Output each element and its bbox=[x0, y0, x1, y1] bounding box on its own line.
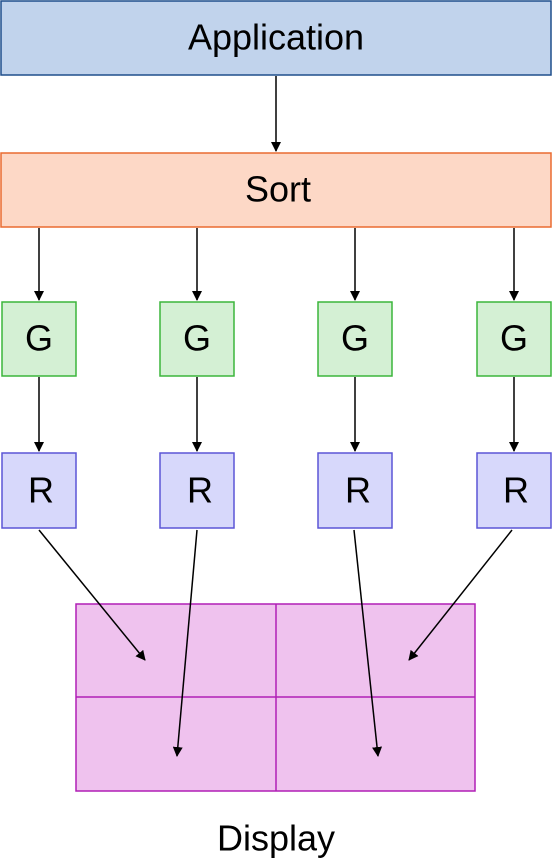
geometry-node-label: G bbox=[341, 318, 369, 359]
geometry-node-label: G bbox=[25, 318, 53, 359]
sort-label: Sort bbox=[245, 169, 311, 210]
geometry-node-2: G bbox=[159, 301, 235, 377]
raster-node-3: R bbox=[317, 452, 393, 529]
geometry-node-4: G bbox=[476, 301, 552, 377]
geometry-node-label: G bbox=[500, 318, 528, 359]
raster-node-label: R bbox=[503, 470, 529, 511]
geometry-node-label: G bbox=[183, 318, 211, 359]
arrow-r3-to-display bbox=[353, 529, 383, 757]
geometry-node-3: G bbox=[317, 301, 393, 377]
raster-node-label: R bbox=[28, 470, 54, 511]
application-label: Application bbox=[188, 17, 364, 58]
application-box: Application bbox=[0, 0, 552, 76]
raster-node-2: R bbox=[159, 452, 235, 529]
display-label: Display bbox=[217, 818, 335, 859]
arrow-r2-to-display bbox=[172, 529, 198, 757]
arrow-r1-to-display bbox=[38, 529, 146, 661]
display-grid bbox=[75, 603, 476, 792]
raster-node-1: R bbox=[1, 452, 77, 529]
geometry-node-1: G bbox=[1, 301, 77, 377]
sort-box: Sort bbox=[0, 152, 552, 228]
raster-node-4: R bbox=[476, 452, 552, 529]
raster-node-label: R bbox=[187, 470, 213, 511]
raster-node-label: R bbox=[345, 470, 371, 511]
arrow-r4-to-display bbox=[408, 529, 513, 661]
